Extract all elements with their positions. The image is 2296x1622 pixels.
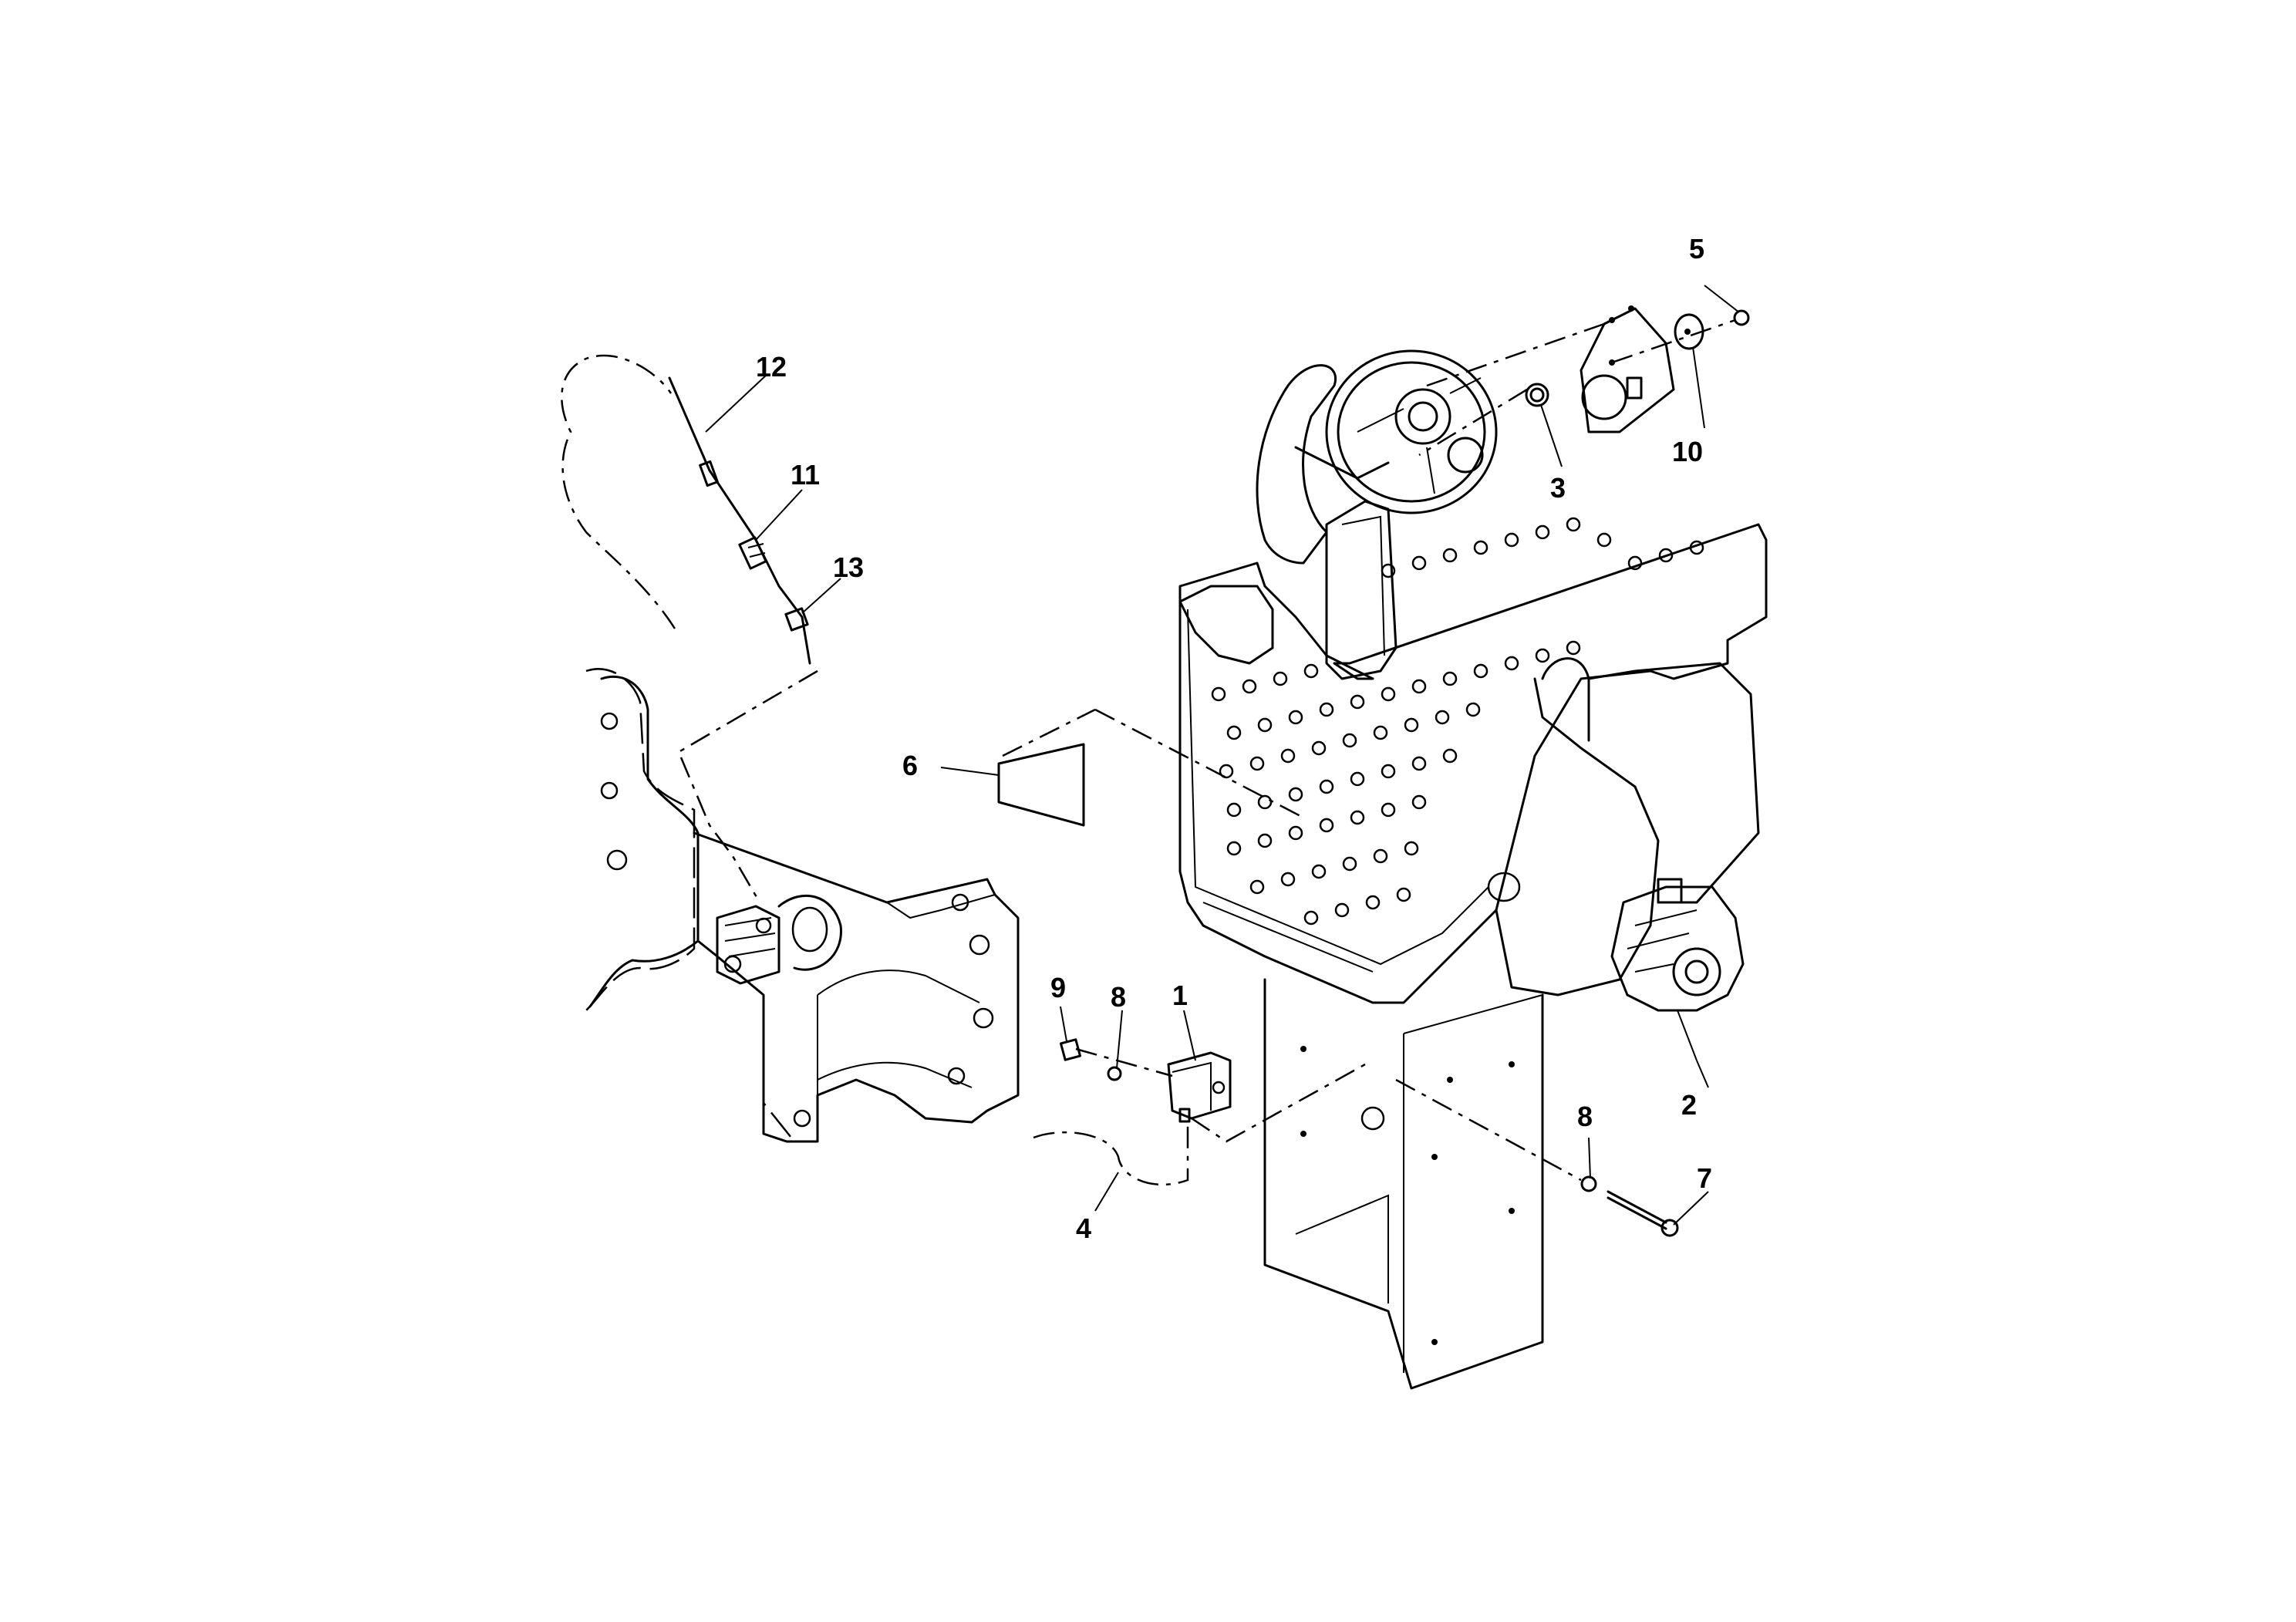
floor-tread-pattern [1211, 517, 1704, 926]
callout-13: 13 [833, 551, 864, 583]
callout-6: 6 [902, 750, 918, 781]
callout-12: 12 [756, 351, 787, 383]
hydraulic-pump [1610, 878, 1745, 1061]
left-frame-assembly [585, 668, 1020, 1143]
callout-3: 3 [1550, 472, 1566, 504]
callout-5: 5 [1689, 233, 1704, 265]
brake-cable-assembly [561, 354, 818, 903]
callout-8a: 8 [1111, 981, 1126, 1013]
mounting-bolt [1395, 1078, 1679, 1237]
dash-panel-assembly [1418, 305, 1750, 457]
brake-valve-body [716, 894, 842, 985]
callout-11: 11 [791, 459, 820, 491]
callout-2: 2 [1681, 1089, 1697, 1121]
callout-4: 4 [1076, 1212, 1091, 1244]
callout-7: 7 [1697, 1162, 1712, 1194]
operator-platform [1178, 349, 1768, 1004]
support-column [1263, 978, 1544, 1390]
callout-labels: 1 2 3 4 5 6 7 8 8 9 10 11 12 13 [756, 233, 1712, 1244]
sensor-module [1033, 1038, 1366, 1186]
callout-8b: 8 [1577, 1101, 1593, 1132]
decal-part [997, 708, 1304, 827]
callout-1: 1 [1172, 980, 1188, 1011]
leader-lines [705, 285, 1740, 1226]
callout-9: 9 [1050, 972, 1066, 1003]
callout-10: 10 [1672, 436, 1703, 467]
